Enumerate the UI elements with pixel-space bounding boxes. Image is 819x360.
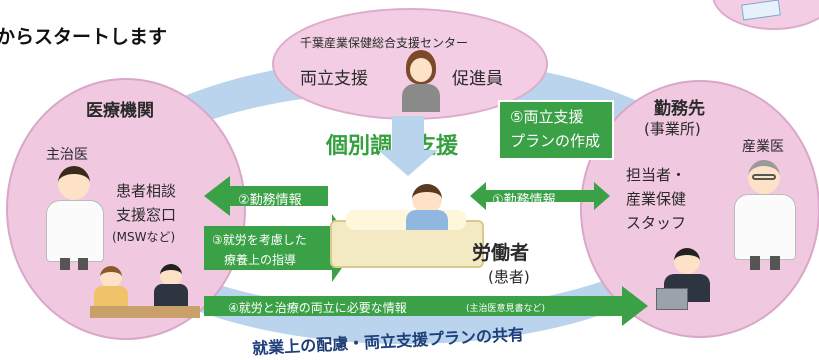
plan-box [498,100,614,160]
arrow-1-label: ①勤務情報 [492,193,556,208]
arrow-3-label-line1: ③就労を考慮した [212,233,307,247]
counseling-scene [90,262,200,320]
arrow-3 [204,214,356,282]
plan-box-line2: プランの作成 [510,132,601,150]
worker-illustration [330,180,484,276]
arrow-2 [204,176,328,216]
staff-line2: 産業保健 [626,190,687,208]
occupational-doctor-label: 産業医 [742,139,784,155]
role-label-right: 促進員 [452,69,503,89]
worker-title: 労働者 [472,242,530,264]
desk-line1: 患者相談 [116,182,177,200]
down-arrow [378,116,438,176]
arrow-3-label-line2: 療養上の指導 [224,253,297,267]
attending-doctor-avatar [44,166,104,270]
staff-avatar [656,248,720,312]
promoter-avatar [398,50,444,112]
staff-line3: スタッフ [626,214,687,232]
attending-doctor-label: 主治医 [46,147,88,163]
role-label-left: 両立支援 [300,69,368,89]
arrow-4-label: ④就労と治療の両立に必要な情報 [228,301,407,315]
arrow-2-label: ②勤務情報 [238,193,302,208]
arrow-4-note: (主治医意見書など) [466,304,546,314]
plan-box-line1: ⑤両立支援 [510,108,584,126]
desk-line2: 支援窓口 [116,206,177,224]
occupational-doctor-avatar [732,160,796,270]
workplace-title: 勤務先 [654,99,705,119]
support-center-name: 千葉産業保健総合支援センター [300,36,469,50]
desk-line3: (MSWなど) [112,230,176,244]
staff-line1: 担当者・ [626,166,687,184]
workplace-subtitle: (事業所) [644,120,701,138]
medical-title: 医療機関 [86,101,154,121]
header-title: からスタートします [0,26,168,48]
worker-subtitle: (患者) [488,268,530,286]
arrow-1 [470,182,610,210]
arrow-4 [204,286,648,326]
